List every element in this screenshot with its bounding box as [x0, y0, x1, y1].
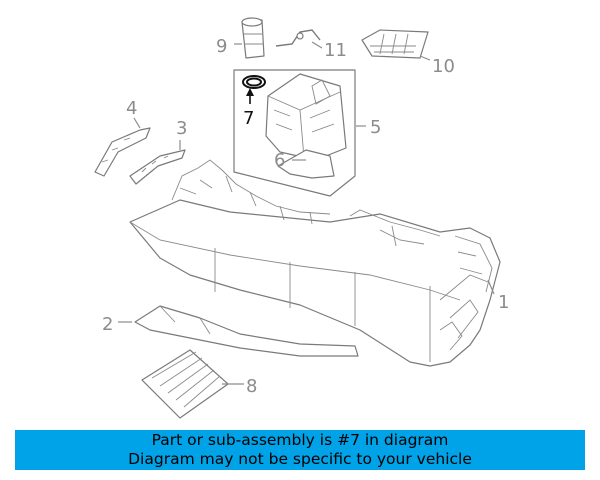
console-body-part-1	[129, 159, 501, 367]
grille-part-10	[361, 29, 429, 59]
ring-part-7	[242, 75, 266, 89]
bracket-part-6	[277, 149, 335, 179]
bracket-part-3	[129, 149, 186, 185]
callout-7: 7	[243, 108, 254, 129]
callout-6: 6	[274, 150, 285, 171]
bracket-part-11	[275, 29, 321, 47]
cup-part-9	[241, 17, 265, 59]
callout-11: 11	[324, 40, 347, 61]
callout-5: 5	[370, 117, 381, 138]
callout-4: 4	[126, 98, 137, 119]
banner-line-disclaimer: Diagram may not be specific to your vehi…	[128, 450, 472, 468]
callout-9: 9	[216, 36, 227, 57]
part-info-banner: Part or sub-assembly is #7 in diagram Di…	[15, 430, 585, 470]
callout-3: 3	[176, 118, 187, 139]
mat-part-8	[141, 349, 229, 419]
leader-lines	[118, 41, 495, 385]
trim-panel-part-2	[134, 305, 359, 357]
callout-1: 1	[498, 292, 509, 313]
callout-2: 2	[102, 314, 113, 335]
banner-line-part: Part or sub-assembly is #7 in diagram	[151, 431, 449, 449]
callout-8: 8	[246, 376, 257, 397]
callout-10: 10	[432, 56, 455, 77]
parts-diagram: 1 2 3 4 5 6 7 8 9 10 11	[94, 17, 509, 419]
side-trim-part-4	[94, 127, 151, 177]
